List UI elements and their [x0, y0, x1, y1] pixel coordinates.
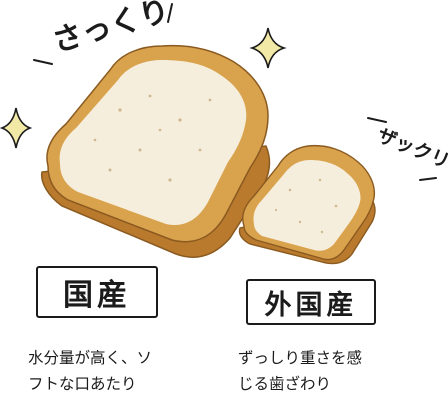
imported-description: ずっしり重さを感 じる歯ざわり — [238, 345, 362, 397]
domestic-label-text: 国産 — [63, 278, 131, 313]
imported-description-line: ずっしり重さを感 — [238, 349, 363, 367]
domestic-bread-slice — [40, 44, 271, 258]
domestic-description-line: 水分量が高く、ソ — [28, 349, 153, 367]
motion-lines — [33, 3, 437, 181]
imported-onomatopoeia: ザックリ — [374, 124, 448, 173]
domestic-description: 水分量が高く、ソ フトな口あたり — [28, 345, 152, 397]
imported-label-text: 外国産 — [264, 289, 358, 321]
domestic-label: 国産 — [36, 266, 158, 318]
imported-description-line: じる歯ざわり — [238, 375, 332, 393]
imported-label: 外国産 — [246, 279, 376, 325]
sparkle-icon — [249, 27, 287, 69]
domestic-description-line: フトな口あたり — [28, 375, 137, 393]
imported-bread-slice — [238, 144, 376, 265]
sparkle-icon — [0, 107, 33, 149]
